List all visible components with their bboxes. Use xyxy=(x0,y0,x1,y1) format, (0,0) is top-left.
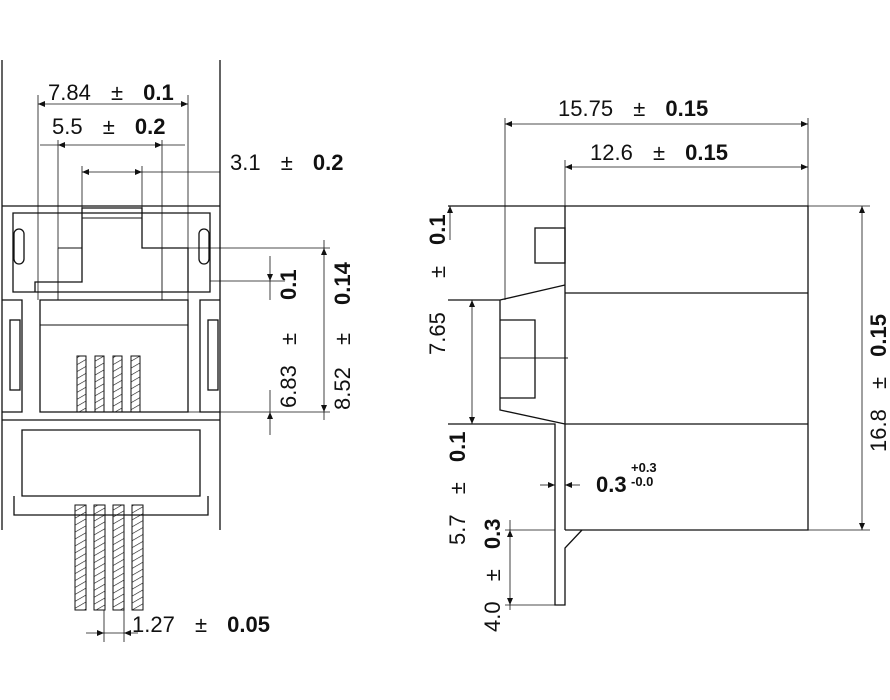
dim-label-0.14: 0.14 xyxy=(330,261,355,305)
front-dimension-lines xyxy=(37,95,330,642)
front-view: 7.84 ± 0.1 5.5 ± 0.2 3.1 ± 0.2 0.1 0.14 … xyxy=(1,60,355,642)
dim-label-0.1: 0.1 xyxy=(276,269,301,300)
side-walls xyxy=(2,299,220,413)
dim-label-1.27: 1.27 ± 0.05 xyxy=(132,612,270,637)
dim-label-5.5: 5.5 ± 0.2 xyxy=(52,114,166,139)
clip-right xyxy=(207,319,219,391)
contact-pins xyxy=(76,355,141,413)
dim-label-pm-2: ± xyxy=(330,333,355,345)
dim-label-pm-s3: ± xyxy=(425,266,450,278)
plug-contour xyxy=(57,217,163,300)
dim-label-0.3-sub: -0.0 xyxy=(631,474,653,489)
dim-label-0.3-sup: +0.3 xyxy=(631,460,657,475)
side-dimension-lines xyxy=(447,118,870,610)
mount-slot-left xyxy=(13,228,25,265)
dim-label-pm-1: ± xyxy=(276,333,301,345)
dim-label-0.3: 0.3 xyxy=(596,472,627,497)
mount-slot-right xyxy=(198,228,210,265)
body-inner xyxy=(12,212,211,293)
side-body-outline xyxy=(448,205,809,531)
dim-label-7.84: 7.84 ± 0.1 xyxy=(48,80,174,105)
side-lower-profile xyxy=(448,423,556,530)
dim-label-7.65: 7.65 xyxy=(425,312,450,355)
side-leg xyxy=(554,529,583,606)
dim-label-8.52: 8.52 xyxy=(330,367,355,410)
side-view: 15.75 ± 0.15 12.6 ± 0.15 7.65 ± 0.1 16.8… xyxy=(425,96,890,632)
latch-block xyxy=(534,227,566,264)
dim-label-12.6: 12.6 ± 0.15 xyxy=(590,140,728,165)
dim-label-5.7: 5.7 ± 0.1 xyxy=(445,431,470,545)
leads xyxy=(74,504,144,611)
dim-label-3.1: 3.1 ± 0.2 xyxy=(230,150,344,175)
base-block xyxy=(2,419,220,497)
dim-label-0.1-top: 0.1 xyxy=(425,214,450,245)
plug-opening xyxy=(34,207,189,292)
dim-label-4.0: 4.0 ± 0.3 xyxy=(480,518,505,632)
clip-left xyxy=(9,319,21,391)
dim-label-16.8: 16.8 ± 0.15 xyxy=(866,314,890,452)
dim-label-15.75: 15.75 ± 0.15 xyxy=(558,96,708,121)
base-flange xyxy=(13,496,209,516)
front-profile xyxy=(448,284,566,425)
dim-label-6.83: 6.83 xyxy=(276,365,301,408)
